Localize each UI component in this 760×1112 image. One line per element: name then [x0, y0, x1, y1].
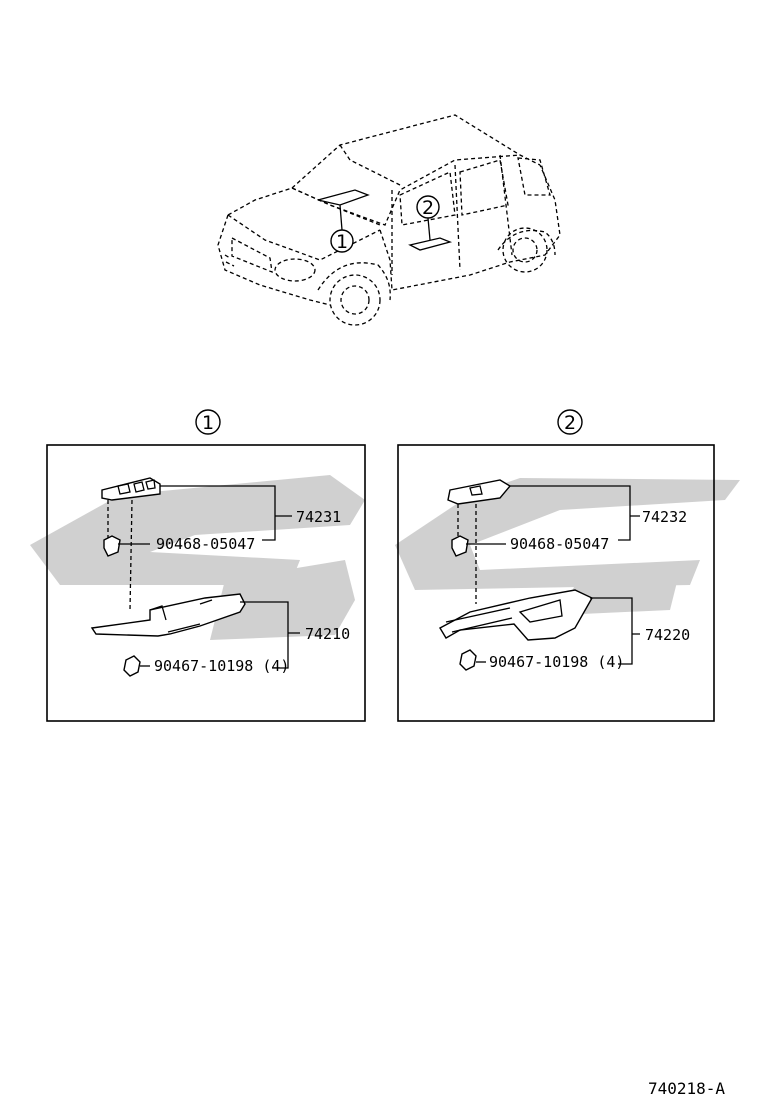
watermark-logo — [30, 475, 740, 640]
part-number-74220: 74220 — [645, 626, 690, 644]
panel-2-screw — [451, 535, 469, 557]
panel-1-armrest — [90, 593, 246, 637]
panel-1-screw — [103, 535, 121, 557]
panel-2-heading: 2 — [557, 409, 583, 435]
diagram-code: 740218-A — [648, 1079, 725, 1098]
svg-text:2: 2 — [564, 412, 576, 434]
svg-text:2: 2 — [422, 197, 434, 219]
part-number-clip-1: 90467-10198 (4) — [154, 657, 289, 675]
panel-2-switch-bezel — [447, 479, 512, 505]
part-number-74210: 74210 — [305, 625, 350, 643]
part-number-74231: 74231 — [296, 508, 341, 526]
panel-1-clip — [123, 655, 141, 677]
panel-2-clip — [459, 649, 477, 671]
part-number-clip-2: 90467-10198 (4) — [489, 653, 624, 671]
panel-2-armrest — [439, 589, 593, 641]
callout-marker-2: 2 — [416, 195, 440, 219]
vehicle-overview — [217, 114, 561, 326]
panel-1-frame — [46, 444, 366, 722]
panel-1-heading: 1 — [195, 409, 221, 435]
part-number-screw-2: 90468-05047 — [510, 535, 609, 553]
panel-2-frame — [397, 444, 715, 722]
svg-text:1: 1 — [336, 231, 348, 253]
svg-text:1: 1 — [202, 412, 214, 434]
panel-1-switch-bezel — [101, 477, 161, 501]
part-number-74232: 74232 — [642, 508, 687, 526]
part-number-screw-1: 90468-05047 — [156, 535, 255, 553]
callout-marker-1: 1 — [330, 229, 354, 253]
